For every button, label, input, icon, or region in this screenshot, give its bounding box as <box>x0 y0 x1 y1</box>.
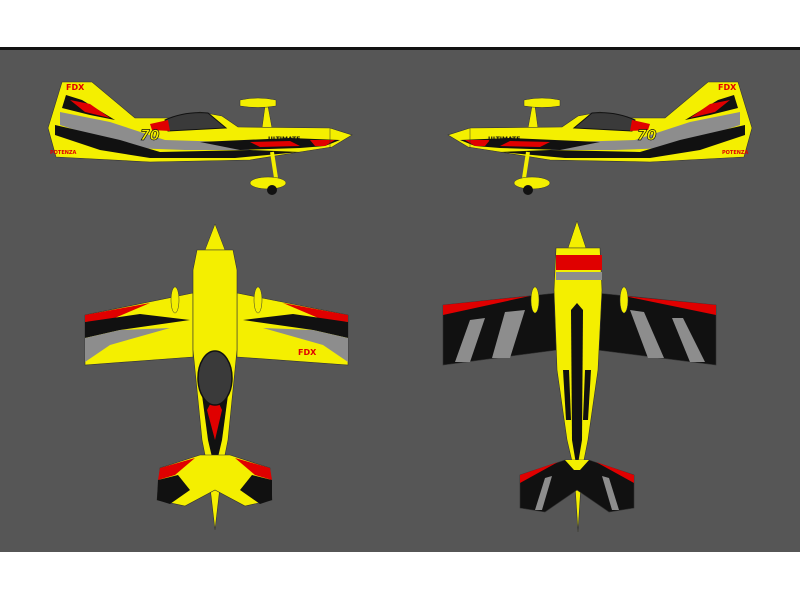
sponsor-logo-right: POTENZA <box>722 150 749 156</box>
top-rule <box>0 47 800 50</box>
number-logo-left: 70 <box>140 128 160 144</box>
top-view: FDX <box>84 223 349 531</box>
brand-logo-left: FDX <box>66 83 85 92</box>
sponsor-logo-left: POTENZA <box>50 150 77 156</box>
number-logo-right: 70 <box>637 128 657 144</box>
bottom-view <box>442 220 717 533</box>
model-logo-right: ULTIMATE <box>488 136 520 143</box>
brand-logo-right: FDX <box>718 83 737 92</box>
model-logo-left: ULTIMATE <box>268 136 300 143</box>
brand-logo-top: FDX <box>298 348 317 357</box>
